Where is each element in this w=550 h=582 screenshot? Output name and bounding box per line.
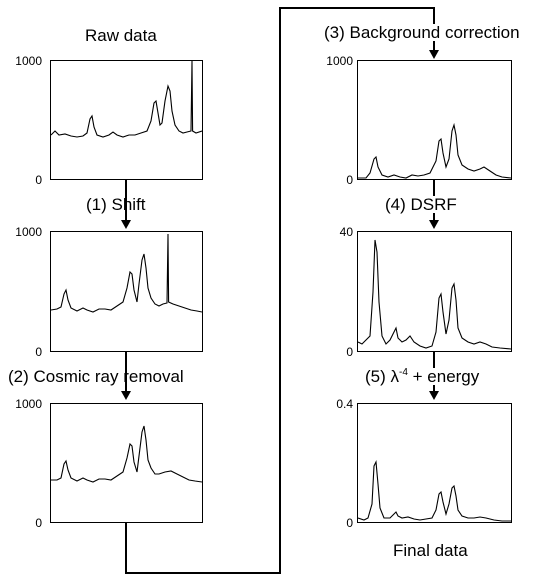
y-max-shift: 1000: [15, 225, 42, 239]
y-max-cosmic: 1000: [15, 397, 42, 411]
arrow-head-cosmic: [121, 391, 131, 400]
panel-dsrf: [357, 231, 512, 352]
spectrum-energy: [357, 460, 511, 522]
title-raw-data: Raw data: [85, 26, 157, 45]
connector-cosmic-background: [125, 7, 435, 574]
spectrum-dsrf: [357, 239, 512, 350]
y-min-energy: 0: [346, 516, 353, 530]
y-max-background: 1000: [326, 54, 353, 68]
panel-background: [357, 60, 512, 180]
y-max-raw: 1000: [15, 54, 42, 68]
panel-cosmic: [50, 403, 203, 523]
spectrum-shift: [50, 233, 203, 313]
arrow-head-energy: [429, 391, 439, 400]
step-energy-label: (5) λ-4 + energy: [365, 367, 480, 386]
title-final-data: Final data: [393, 541, 468, 560]
y-min-dsrf: 0: [346, 345, 353, 359]
y-min-background: 0: [346, 173, 353, 187]
y-max-energy: 0.4: [336, 397, 353, 411]
step-dsrf-label: (4) DSRF: [385, 195, 457, 214]
y-min-cosmic: 0: [35, 516, 42, 530]
step-background-label: (3) Background correction: [324, 23, 520, 42]
y-min-shift: 0: [35, 345, 42, 359]
panel-raw: [50, 60, 203, 180]
y-min-raw: 0: [35, 173, 42, 187]
arrow-head-shift: [121, 220, 131, 229]
panel-shift: [50, 231, 203, 352]
step-shift-label: (1) Shift: [86, 195, 146, 214]
spectrum-cosmic: [51, 425, 203, 483]
arrow-head-dsrf: [429, 220, 439, 229]
panel-energy: [357, 403, 512, 523]
spectrum-raw: [50, 60, 203, 138]
spectrum-background: [358, 122, 512, 179]
arrow-head-background: [429, 50, 439, 59]
step-cosmic-label: (2) Cosmic ray removal: [8, 367, 184, 386]
y-max-dsrf: 40: [339, 225, 353, 239]
